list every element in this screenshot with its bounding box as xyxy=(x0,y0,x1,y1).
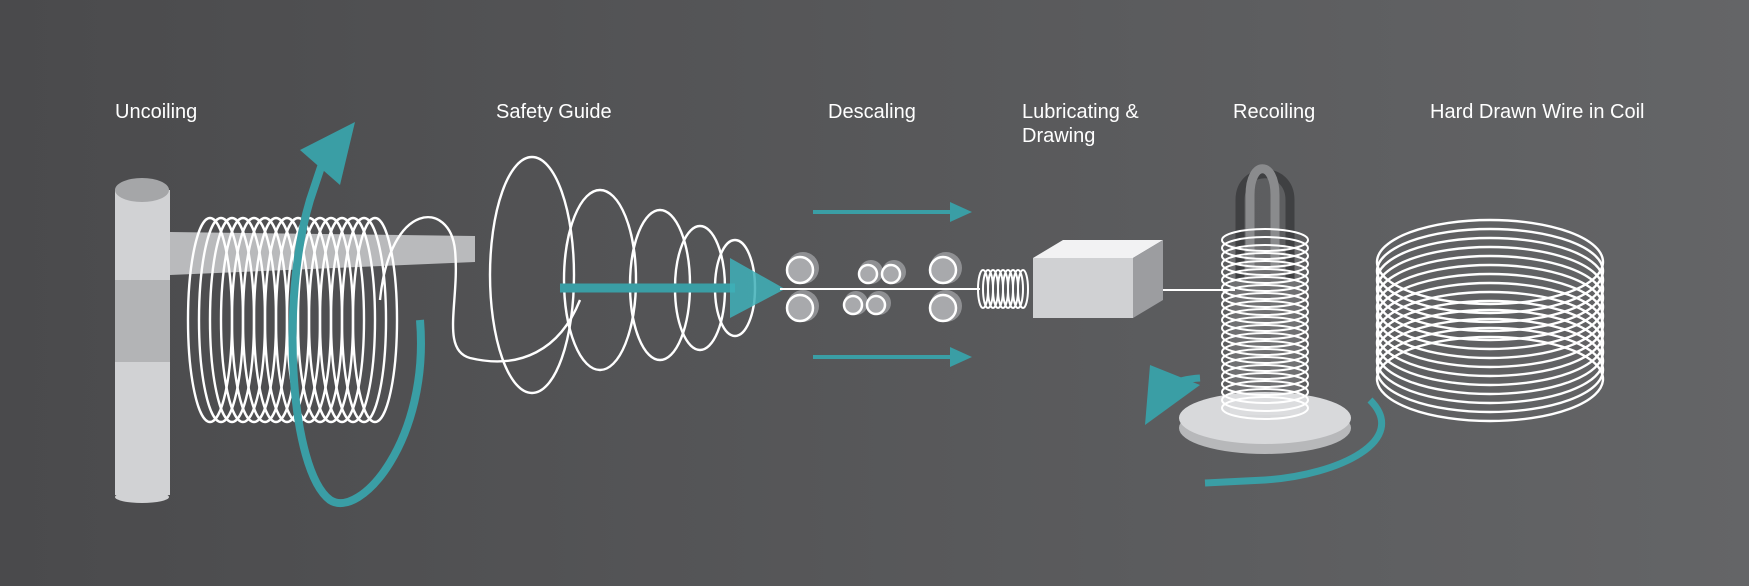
coil-ring xyxy=(1375,308,1605,396)
coil-ring xyxy=(1375,272,1605,360)
coil-ring xyxy=(1375,263,1605,351)
coil-loop xyxy=(329,216,377,424)
recoil-loop xyxy=(1221,364,1309,388)
recoil-loop xyxy=(1221,356,1309,380)
drawing-die-spring xyxy=(977,269,1029,309)
coil-ring xyxy=(1375,317,1605,405)
recoil-loop xyxy=(1221,244,1309,268)
label-hard-drawn-wire: Hard Drawn Wire in Coil xyxy=(1430,101,1645,123)
coil-ring xyxy=(1375,218,1605,306)
roller xyxy=(785,255,815,285)
label-recoiling: Recoiling xyxy=(1233,101,1315,123)
roller xyxy=(928,293,958,323)
label-descaling: Descaling xyxy=(828,101,916,123)
recoil-loop xyxy=(1221,292,1309,316)
recoil-loop xyxy=(1221,268,1309,292)
recoil-loop xyxy=(1221,324,1309,348)
coil-ring xyxy=(1375,227,1605,315)
recoil-loop xyxy=(1221,308,1309,332)
recoil-loop xyxy=(1221,260,1309,284)
recoil-loop xyxy=(1221,380,1309,404)
recoil-loop xyxy=(1221,252,1309,276)
label-drawing: Drawing xyxy=(1022,125,1095,147)
coil-ring xyxy=(1375,290,1605,378)
coil-ring xyxy=(1375,299,1605,387)
recoil-loop xyxy=(1221,332,1309,356)
recoil-loop xyxy=(1221,300,1309,324)
hard-drawn-wire-coil xyxy=(1375,218,1605,423)
recoil-loop xyxy=(1221,348,1309,372)
coil-ring xyxy=(1375,236,1605,324)
recoil-loop xyxy=(1221,276,1309,300)
roller xyxy=(928,255,958,285)
recoil-loop xyxy=(1221,388,1309,412)
recoil-loop xyxy=(1221,340,1309,364)
rotation-arrowhead xyxy=(300,122,355,185)
label-lubricating: Lubricating & xyxy=(1022,101,1139,123)
roller xyxy=(865,294,887,316)
coil-ring xyxy=(1375,245,1605,333)
flow-arrowhead xyxy=(730,258,785,318)
roller xyxy=(857,263,879,285)
guide-ring xyxy=(488,155,576,395)
coil-loop xyxy=(340,216,388,424)
label-safety-guide: Safety Guide xyxy=(496,101,612,123)
coil-loop xyxy=(318,216,366,424)
coil-ring xyxy=(1375,335,1605,423)
recoil-loop xyxy=(1221,228,1309,252)
label-uncoiling: Uncoiling xyxy=(115,101,197,123)
recoil-rotation-arrow xyxy=(1204,397,1386,487)
recoil-loop xyxy=(1221,396,1309,420)
spring-loop xyxy=(1012,269,1024,309)
uncoiling-wire-coil xyxy=(186,216,399,424)
recoil-loop xyxy=(1221,284,1309,308)
lubricating-drawing-box xyxy=(1033,240,1163,318)
uncoil-rotation-arrow xyxy=(288,138,425,507)
arrowhead-top xyxy=(950,202,972,222)
recoiled-wire xyxy=(1221,228,1309,420)
recoil-loop xyxy=(1221,316,1309,340)
recoil-loop xyxy=(1221,236,1309,260)
descaling-rollers xyxy=(785,252,962,323)
arrowhead-bottom xyxy=(950,347,972,367)
coil-loop xyxy=(351,216,399,424)
coil-ring xyxy=(1375,281,1605,369)
spring-loop xyxy=(1017,269,1029,309)
guide-ring xyxy=(562,188,638,372)
wire-feed xyxy=(378,216,582,363)
recoil-loop xyxy=(1221,372,1309,396)
roller xyxy=(842,294,864,316)
roller xyxy=(785,293,815,323)
coil-ring xyxy=(1375,326,1605,414)
coil-ring xyxy=(1375,254,1605,342)
roller xyxy=(880,263,902,285)
recoil-arrowhead xyxy=(1145,365,1200,425)
